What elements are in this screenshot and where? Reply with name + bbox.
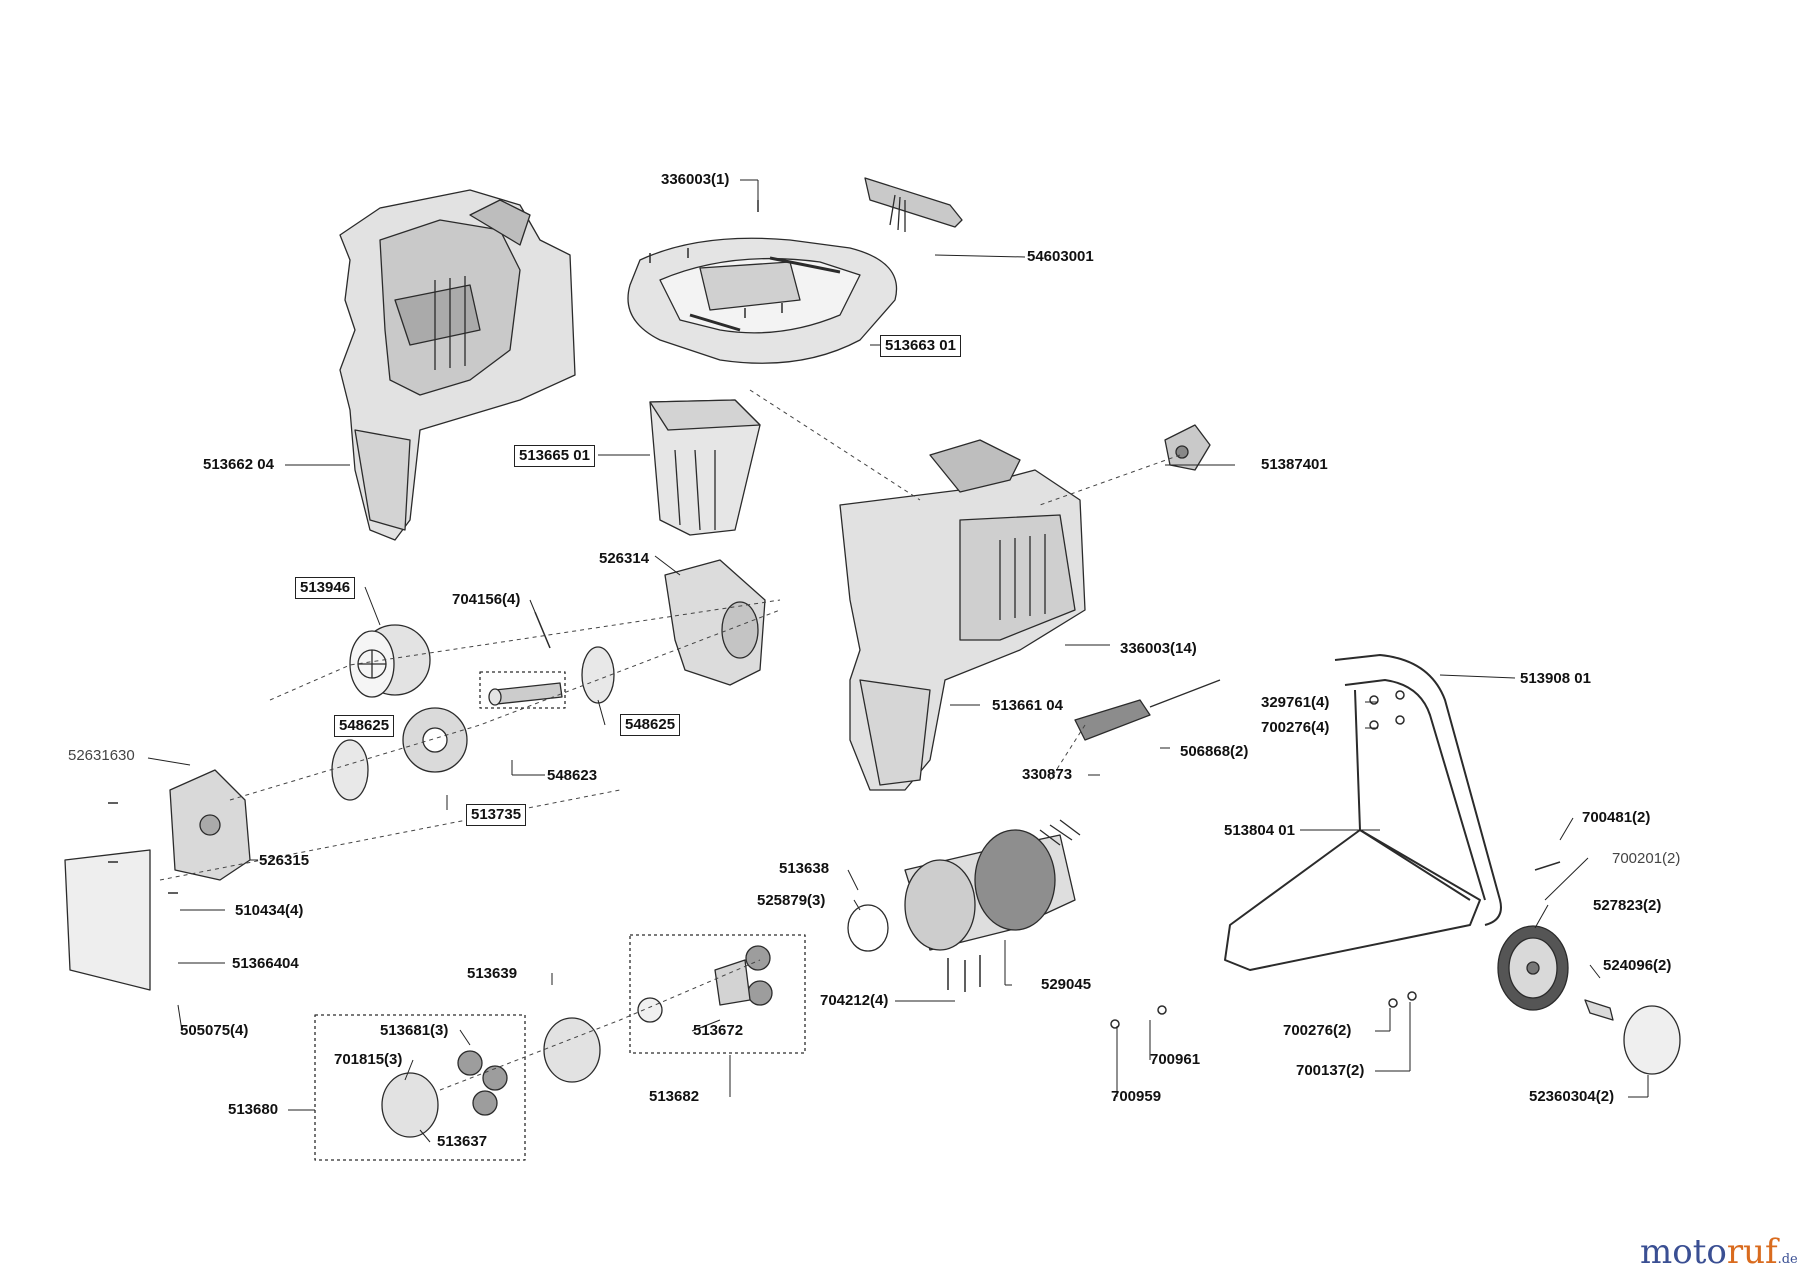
ring-gear-part	[543, 1017, 601, 1083]
part-label-700481-2: 700481(2)	[1582, 809, 1651, 826]
part-label-700201-2: 700201(2)	[1612, 850, 1681, 867]
part-label-52631630: 52631630	[68, 747, 135, 764]
shaft-part	[479, 671, 566, 709]
screws-part	[108, 200, 1561, 1029]
part-label-704212-4: 704212(4)	[820, 992, 889, 1009]
part-label-513908-01: 513908 01	[1520, 670, 1591, 687]
ring-gear-part	[847, 904, 889, 952]
upper-housing-part	[339, 189, 576, 541]
part-label-513639: 513639	[467, 965, 518, 982]
part-label-700276-4: 700276(4)	[1261, 719, 1330, 736]
part-label-54603001: 54603001	[1027, 248, 1094, 265]
part-label-513682: 513682	[649, 1088, 700, 1105]
part-label-52360304-2: 52360304(2)	[1529, 1088, 1615, 1105]
part-label-513946: 513946	[295, 577, 356, 599]
cover-plate-part	[169, 769, 251, 881]
part-label-513665-01: 513665 01	[514, 445, 595, 467]
impeller-part	[402, 707, 468, 773]
part-label-513637: 513637	[437, 1133, 488, 1150]
planet-gear-set-part	[629, 934, 806, 1054]
cutter-drum-part	[349, 624, 431, 698]
leader-lines	[147, 179, 1649, 1143]
wheel-part	[1497, 925, 1569, 1011]
part-label-513661-04: 513661 04	[992, 697, 1063, 714]
part-label-51387401: 51387401	[1261, 456, 1328, 473]
brand-logo: motoruf.de	[1640, 1233, 1798, 1279]
part-label-701815-3: 701815(3)	[334, 1051, 403, 1068]
hub-cap-part	[1623, 1005, 1681, 1075]
part-label-506868-2: 506868(2)	[1180, 743, 1249, 760]
part-label-513680: 513680	[228, 1101, 279, 1118]
axle-bolt-part	[1584, 999, 1614, 1021]
part-label-513672: 513672	[693, 1022, 744, 1039]
part-label-700959: 700959	[1111, 1088, 1162, 1105]
part-label-525879-3: 525879(3)	[757, 892, 826, 909]
part-label-513663-01: 513663 01	[880, 335, 961, 357]
part-label-330873: 330873	[1022, 766, 1073, 783]
brand-logo-part1: moto	[1640, 1232, 1727, 1272]
part-label-548625-a: 548625	[334, 715, 395, 737]
basket-part	[649, 399, 761, 536]
part-label-336003-14: 336003(14)	[1120, 640, 1197, 657]
part-label-527823-2: 527823(2)	[1593, 897, 1662, 914]
gasket-part	[331, 739, 369, 801]
part-label-336003-1: 336003(1)	[661, 171, 730, 188]
planet-gear-set-part-2	[314, 1014, 526, 1161]
part-label-513804-01: 513804 01	[1224, 822, 1295, 839]
part-label-526314: 526314	[599, 550, 650, 567]
capacitor-part	[1074, 679, 1221, 741]
brand-logo-domain: .de	[1777, 1252, 1798, 1267]
part-label-51366404: 51366404	[232, 955, 299, 972]
part-label-513735: 513735	[466, 804, 527, 826]
switch-bar-part	[864, 177, 963, 232]
motor-part	[904, 819, 1081, 951]
part-label-513681-3: 513681(3)	[380, 1022, 449, 1039]
part-label-548623: 548623	[547, 767, 598, 784]
part-label-513638: 513638	[779, 860, 830, 877]
part-label-548625-b: 548625	[620, 714, 681, 736]
gasket-part	[581, 646, 615, 704]
part-label-513662-04: 513662 04	[203, 456, 274, 473]
brand-logo-part2: ruf	[1726, 1232, 1778, 1272]
part-label-505075-4: 505075(4)	[180, 1022, 249, 1039]
part-label-524096-2: 524096(2)	[1603, 957, 1672, 974]
part-label-700137-2: 700137(2)	[1296, 1062, 1365, 1079]
part-label-329761-4: 329761(4)	[1261, 694, 1330, 711]
front-cover-part	[64, 849, 151, 991]
part-label-700276-2: 700276(2)	[1283, 1022, 1352, 1039]
part-label-704156-4: 704156(4)	[452, 591, 521, 608]
part-label-510434-4: 510434(4)	[235, 902, 304, 919]
part-label-526315: 526315	[259, 852, 310, 869]
lower-housing-part	[839, 439, 1086, 791]
part-label-529045: 529045	[1041, 976, 1092, 993]
switch-part	[1164, 424, 1211, 471]
gear-case-part	[664, 559, 766, 686]
hopper-lid-part	[627, 237, 898, 364]
part-label-700961: 700961	[1150, 1051, 1201, 1068]
assembly-lines	[159, 389, 1181, 1091]
